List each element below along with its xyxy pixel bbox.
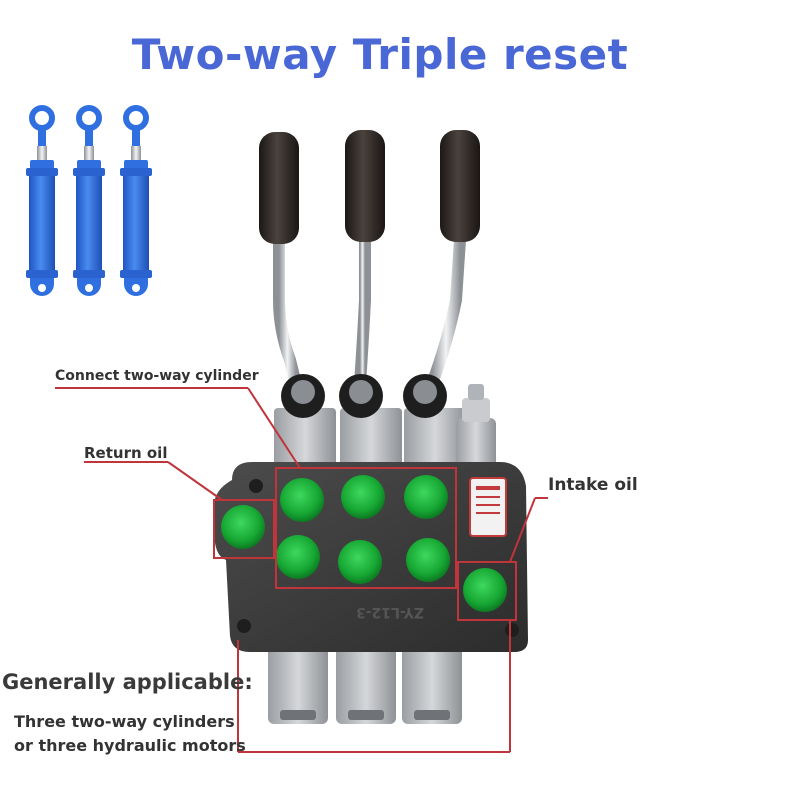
port-cap <box>338 540 382 584</box>
port-cap <box>404 475 448 519</box>
cylinder-icon-1 <box>26 105 58 296</box>
work-ports <box>276 475 450 584</box>
return-oil-label: Return oil <box>84 444 168 462</box>
page-title: Two-way Triple reset <box>131 30 629 79</box>
lever-2 <box>339 130 385 418</box>
valve-nameplate <box>469 477 507 537</box>
intake-port-cap <box>463 568 507 612</box>
lever-3 <box>403 130 480 418</box>
port-cap <box>276 535 320 579</box>
callouts <box>55 387 548 753</box>
port-cap <box>341 475 385 519</box>
return-port-cap <box>221 505 265 549</box>
applicability-line-2: or three hydraulic motors <box>14 736 246 755</box>
lever-1 <box>259 132 325 418</box>
connect-label: Connect two-way cylinder <box>55 368 259 384</box>
valve-upper-sections <box>274 408 466 478</box>
port-cap <box>406 538 450 582</box>
port-cap <box>280 478 324 522</box>
applicability-heading: Generally applicable: <box>2 670 253 694</box>
valve-lower-sections <box>268 632 462 724</box>
cylinder-icon-3 <box>120 105 152 296</box>
applicability-line-1: Three two-way cylinders <box>14 712 235 731</box>
intake-oil-label: Intake oil <box>548 475 638 495</box>
valve-stamp: ZY-L12-3 <box>356 604 424 620</box>
cylinder-icon-2 <box>73 105 105 296</box>
